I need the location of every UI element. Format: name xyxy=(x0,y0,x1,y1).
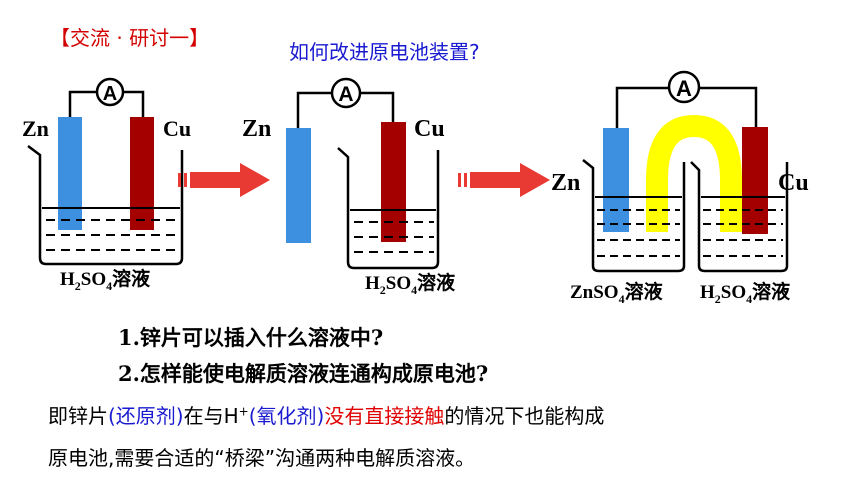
wire-right xyxy=(360,91,395,124)
superscript: + xyxy=(238,404,249,419)
cu-label: Cu xyxy=(163,116,191,141)
explanation-line-2: 原电池,需要合适的“桥梁”沟通两种电解质溶液。 xyxy=(48,446,476,470)
wire-left xyxy=(615,86,669,128)
right-solution-level xyxy=(701,196,785,257)
section-heading: 【交流 · 研讨一】 xyxy=(50,26,210,50)
reducing-agent-text: (还原剂) xyxy=(108,404,184,428)
beaker xyxy=(337,147,440,270)
question-2: 2.怎样能使电解质溶液连通构成原电池? xyxy=(118,361,489,386)
cu-label: Cu xyxy=(778,170,809,196)
cu-label: Cu xyxy=(414,116,445,142)
zinc-electrode xyxy=(603,128,629,232)
figure-3-salt-bridge-cell: A Zn Cu ZnSO4溶液 H2SO4溶液 xyxy=(551,70,809,306)
text-segment: 即锌片 xyxy=(48,404,108,428)
figure-1-single-beaker: A Zn Cu H2SO4溶液 xyxy=(22,77,191,293)
zinc-electrode xyxy=(58,117,82,230)
ammeter-symbol: A xyxy=(103,83,117,105)
wire-left xyxy=(68,90,97,118)
beaker xyxy=(27,145,184,266)
solution-label-2: H2SO4溶液 xyxy=(365,271,456,297)
zn-label: Zn xyxy=(242,116,271,142)
right-beaker xyxy=(690,161,789,273)
transition-arrow-2 xyxy=(458,163,550,197)
ammeter-icon xyxy=(667,70,701,104)
zn-label: Zn xyxy=(551,170,580,196)
text-segment: 的情况下也能构成 xyxy=(444,404,605,428)
figure-2-zinc-outside: A Zn Cu H2SO4溶液 xyxy=(242,77,456,297)
ammeter-icon xyxy=(95,77,125,107)
salt-bridge xyxy=(646,114,742,232)
solution-label-1: H2SO4溶液 xyxy=(60,267,151,293)
explanation-line-1: 即锌片(还原剂)在与H+(氧化剂)没有直接接触的情况下也能构成 xyxy=(48,400,604,429)
solution-level xyxy=(350,209,436,253)
transition-arrow-1 xyxy=(178,163,270,197)
text-segment: 在与H xyxy=(183,404,239,428)
zinc-electrode xyxy=(286,128,311,243)
ammeter-symbol: A xyxy=(338,83,353,106)
solution-label-znso4: ZnSO4溶液 xyxy=(570,280,664,306)
ammeter-symbol: A xyxy=(676,76,692,101)
question-title: 如何改进原电池装置? xyxy=(289,40,480,64)
ammeter-icon xyxy=(330,77,362,109)
left-solution-level xyxy=(595,196,682,257)
no-direct-contact-text: 没有直接接触 xyxy=(324,404,445,428)
wire-right xyxy=(123,90,145,118)
copper-electrode xyxy=(381,122,406,242)
wire-left xyxy=(296,91,332,130)
zn-label: Zn xyxy=(22,116,49,141)
wire-right xyxy=(699,86,758,127)
copper-electrode xyxy=(130,117,154,230)
left-beaker xyxy=(582,159,686,273)
oxidizing-agent-text: (氧化剂) xyxy=(248,404,325,428)
solution-label-h2so4: H2SO4溶液 xyxy=(700,280,791,306)
solution-level xyxy=(42,207,180,251)
copper-electrode xyxy=(742,127,768,234)
question-1: 1.锌片可以插入什么溶液中? xyxy=(118,325,384,350)
